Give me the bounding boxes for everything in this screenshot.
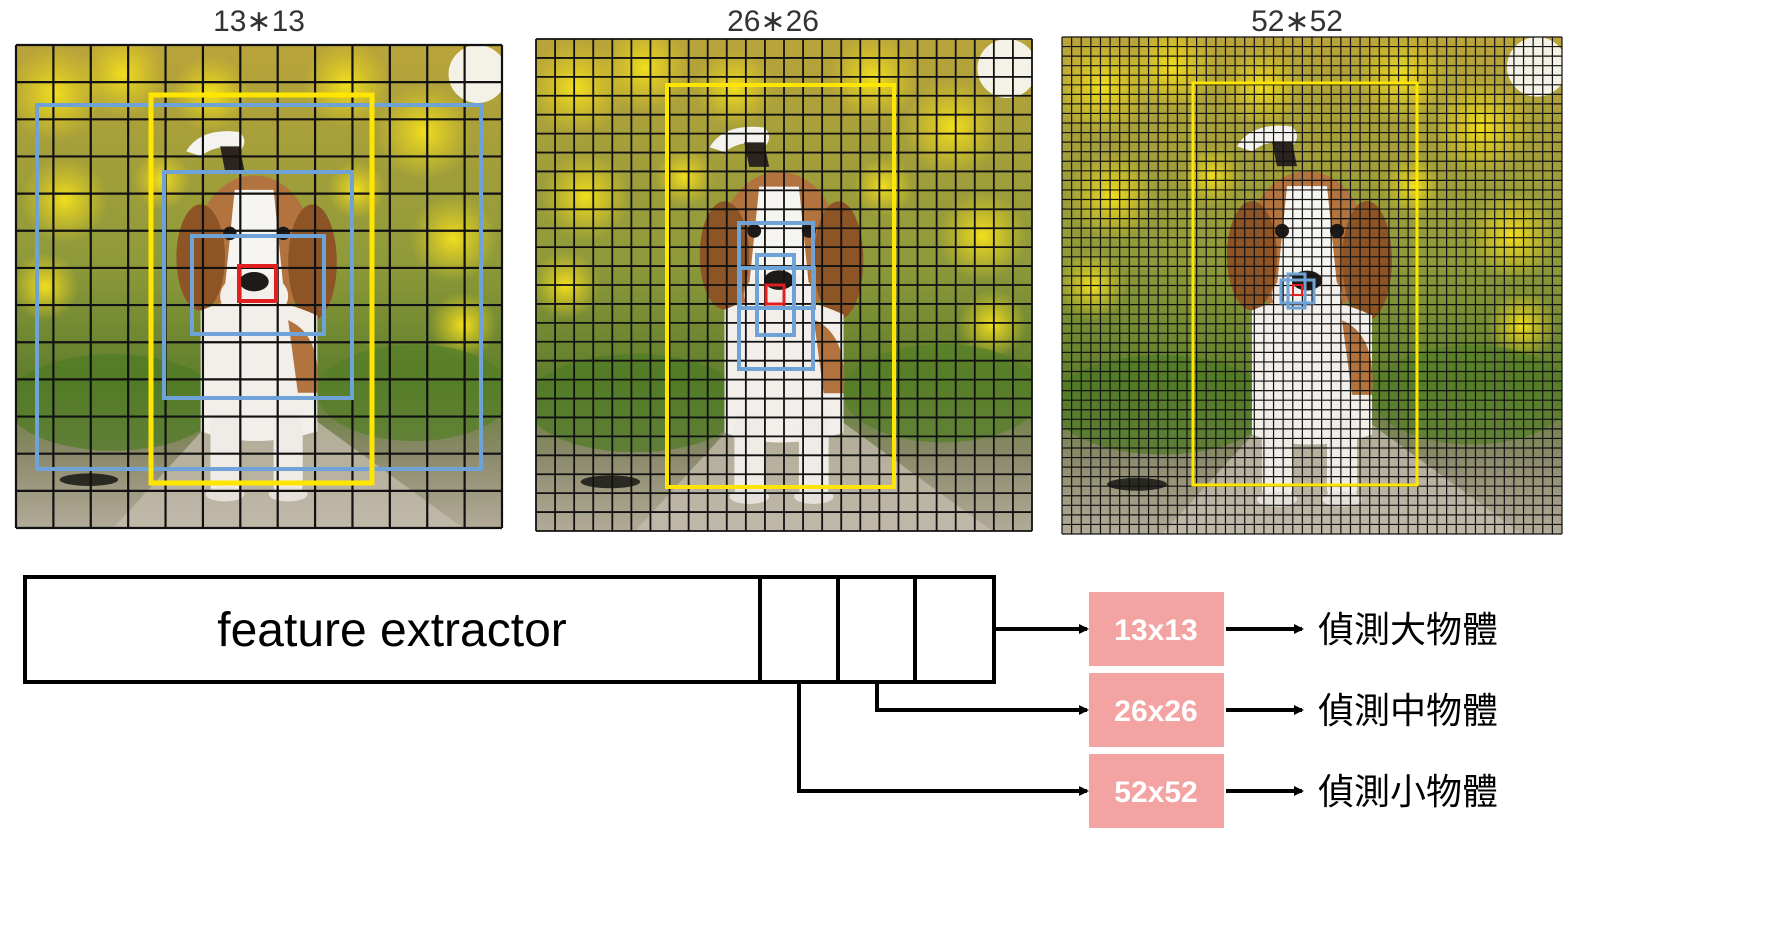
anchor-box-blue [1286, 272, 1307, 310]
scale-box [1089, 754, 1224, 828]
anchor-box-blue [1279, 278, 1316, 305]
ground-truth-box-yellow [665, 83, 896, 489]
output-row-small: 52x52 偵測小物體 [1089, 754, 1498, 828]
center-cell-red [237, 264, 278, 303]
scale-box [1089, 592, 1224, 666]
feature-extractor-block: feature extractor [23, 575, 996, 684]
grid-panel-52: 52∗52 [1061, 5, 1563, 535]
center-cell-red [1292, 284, 1303, 296]
result-label: 偵測中物體 [1318, 691, 1498, 732]
feature-extractor-label: feature extractor [217, 604, 567, 657]
grid-panel-26: 26∗26 [535, 5, 1033, 532]
anchor-box-blue [35, 103, 483, 471]
anchor-box-blue [738, 266, 816, 310]
grid-panel-13: 13∗13 [14, 5, 504, 530]
anchor-box-blue [755, 253, 796, 337]
connector-medium [875, 682, 1089, 715]
connector-small [797, 682, 1089, 796]
anchor-box-blue [190, 234, 326, 336]
panel-title: 52∗52 [1251, 5, 1343, 38]
panel-title: 26∗26 [727, 5, 819, 38]
anchor-box-blue [162, 170, 354, 400]
output-row-large: 13x13 偵測大物體 [1089, 592, 1498, 666]
grid-lines [1061, 36, 1563, 535]
result-label: 偵測小物體 [1318, 772, 1498, 813]
feature-extractor-box [23, 575, 996, 684]
connectors [797, 624, 1089, 796]
output-row-medium: 26x26 偵測中物體 [1089, 673, 1498, 747]
result-label: 偵測大物體 [1318, 610, 1498, 651]
center-cell-red [764, 283, 786, 306]
scale-box [1089, 673, 1224, 747]
panel-title: 13∗13 [213, 5, 305, 38]
scale-label: 52x52 [1114, 776, 1197, 809]
scale-label: 13x13 [1114, 614, 1197, 647]
output-scales: 13x13 偵測大物體 26x26 偵測中物體 52x52 偵測小物體 [1089, 592, 1498, 828]
ground-truth-box-yellow [1191, 81, 1419, 487]
ground-truth-box-yellow [148, 92, 375, 486]
scale-label: 26x26 [1114, 695, 1197, 728]
